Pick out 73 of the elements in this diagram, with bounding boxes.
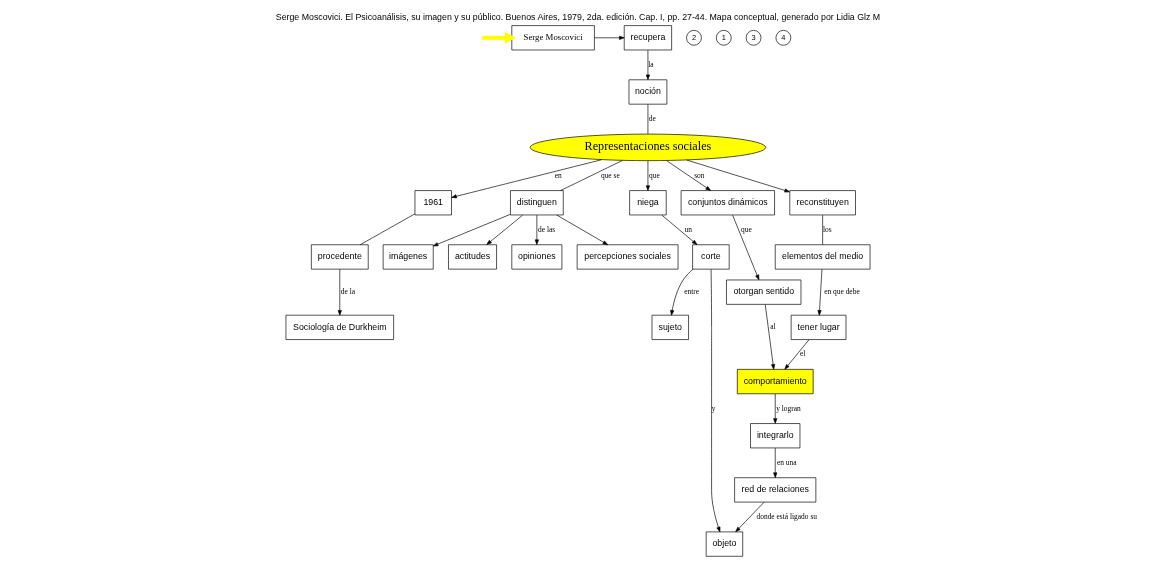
edge-label: que bbox=[741, 224, 752, 234]
arrow bbox=[432, 214, 511, 247]
node-box: percepciones sociales bbox=[576, 244, 679, 270]
node-box: tener lugar bbox=[790, 314, 847, 340]
node-box: procedente bbox=[311, 244, 369, 270]
edge-label: son bbox=[694, 170, 705, 180]
edge-label: y bbox=[711, 403, 716, 413]
edge-label: en una bbox=[776, 457, 797, 467]
node-box: integrarlo bbox=[750, 423, 801, 449]
arrow bbox=[735, 501, 765, 533]
arrow bbox=[773, 393, 778, 424]
arrow bbox=[661, 214, 698, 245]
edge-label: el bbox=[799, 349, 806, 359]
edge-label: en bbox=[554, 170, 562, 180]
node-box: red de relaciones bbox=[734, 477, 817, 503]
node-box: opiniones bbox=[511, 244, 563, 270]
edge-label: entre bbox=[684, 287, 700, 297]
arrow bbox=[482, 31, 516, 44]
connector bbox=[560, 160, 623, 191]
diagram-title: Serge Moscovici. El Psicoanálisis, su imagen y su público. Buenos Aires, 1979, 2da. edición. Cap. I, pp. 27-44. Mapa conceptual, generado por Lidia Glz M bbox=[275, 12, 881, 23]
label: 1 bbox=[721, 32, 726, 42]
arrow bbox=[534, 214, 539, 245]
edge-label: los bbox=[823, 224, 832, 234]
arrow bbox=[773, 447, 778, 478]
arrow bbox=[486, 214, 523, 245]
node-box: comportamiento bbox=[736, 369, 814, 395]
edge-label: de las bbox=[538, 224, 556, 234]
node-box: otorgan sentido bbox=[726, 279, 802, 305]
node-box: actitudes bbox=[448, 244, 497, 270]
edge-label: la bbox=[648, 59, 654, 69]
arrow bbox=[817, 269, 823, 316]
edge-label: de la bbox=[340, 287, 356, 297]
edge-label: un bbox=[684, 224, 692, 234]
arrow bbox=[710, 269, 721, 533]
arrow bbox=[732, 214, 760, 281]
node-box: objeto bbox=[705, 531, 744, 557]
node-box: niega bbox=[629, 190, 667, 216]
arrow bbox=[686, 159, 790, 193]
node-box: distinguen bbox=[510, 190, 564, 216]
node-box: reconstituyen bbox=[789, 190, 856, 216]
node-box: recupera bbox=[623, 25, 672, 51]
node-box: Serge Moscovici bbox=[511, 25, 595, 51]
arrow bbox=[594, 35, 625, 40]
arrow bbox=[764, 304, 776, 370]
arrow bbox=[670, 268, 694, 316]
arrow bbox=[645, 49, 650, 80]
connector bbox=[359, 213, 416, 246]
node-box: noción bbox=[628, 79, 668, 105]
arrow bbox=[784, 339, 810, 370]
node-box: sujeto bbox=[651, 314, 689, 340]
edge-label: en que debe bbox=[824, 287, 860, 297]
edge-label: donde está ligado su bbox=[756, 511, 818, 521]
edge-label: y logran bbox=[776, 403, 801, 413]
node-ellipse: Representaciones sociales bbox=[529, 133, 767, 161]
label: 4 bbox=[781, 32, 786, 42]
node-box: 1961 bbox=[414, 190, 452, 216]
edge-label: al bbox=[770, 322, 776, 332]
node-box: corte bbox=[692, 244, 730, 270]
node-box: conjuntos dinámicos bbox=[680, 190, 775, 216]
connector bbox=[822, 214, 823, 245]
arrow bbox=[451, 159, 602, 199]
edge-label: que bbox=[648, 170, 660, 180]
node-box: imágenes bbox=[382, 244, 434, 270]
arrow bbox=[645, 160, 650, 191]
label: 3 bbox=[751, 32, 756, 42]
node-box: Sociología de Durkheim bbox=[285, 314, 394, 340]
arrow bbox=[556, 214, 609, 246]
edge-label: que se bbox=[600, 170, 620, 180]
edge-label: de bbox=[648, 113, 656, 123]
label: 2 bbox=[691, 32, 697, 42]
arrow bbox=[337, 269, 342, 316]
arrow bbox=[666, 160, 711, 191]
node-box: elementos del medio bbox=[774, 244, 871, 270]
